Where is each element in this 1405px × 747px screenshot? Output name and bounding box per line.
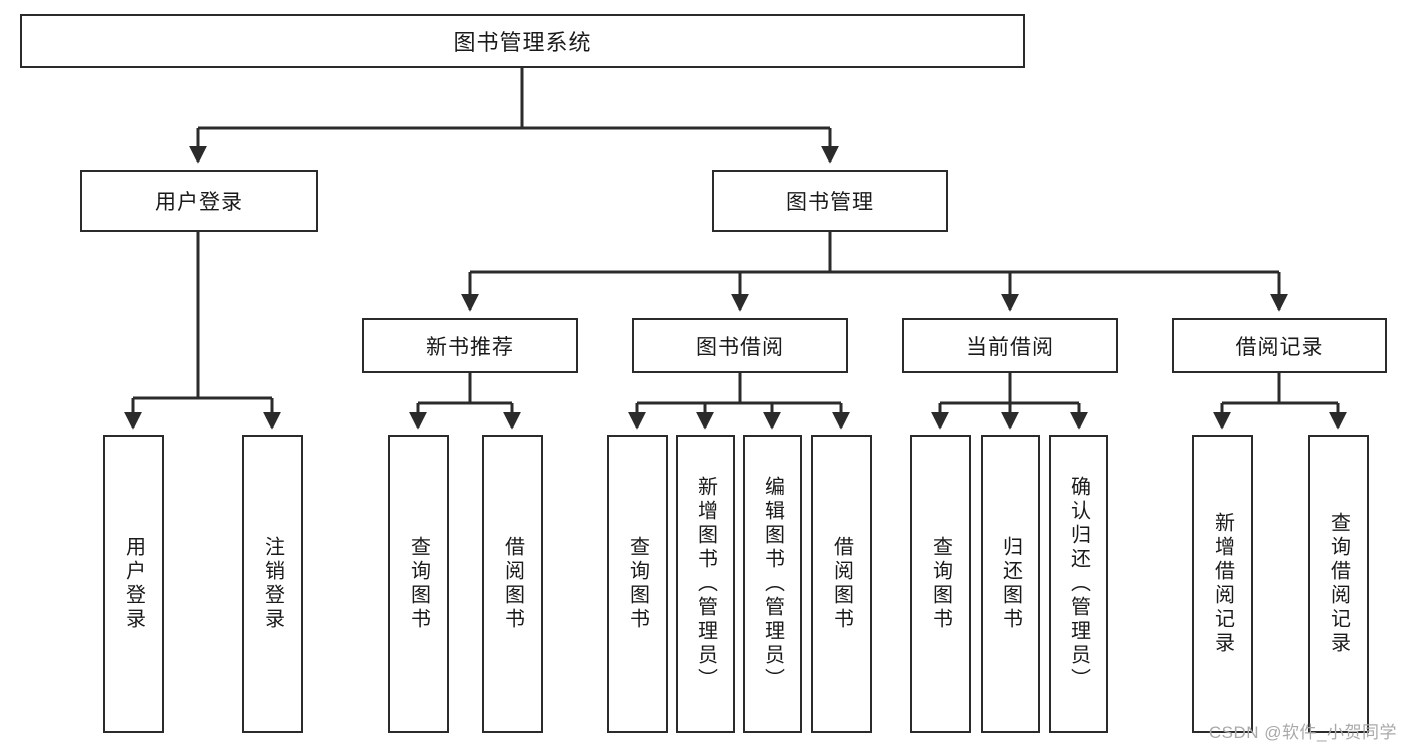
leaf-borrow-edit-book-admin[interactable]: 编辑图书（管理员）	[743, 435, 802, 733]
leaf-borrow-add-book-admin[interactable]: 新增图书（管理员）	[676, 435, 735, 733]
leaf-record-add-borrow-record[interactable]: 新增借阅记录	[1192, 435, 1253, 733]
node-label: 新增借阅记录	[1211, 512, 1234, 656]
leaf-record-query-borrow-record[interactable]: 查询借阅记录	[1308, 435, 1369, 733]
node-label: 借阅图书	[501, 536, 524, 632]
node-label: 查询图书	[626, 536, 649, 632]
node-label: 新增图书（管理员）	[694, 476, 717, 692]
watermark: CSDN @软件_小贺同学	[1208, 723, 1397, 742]
leaf-user-logout[interactable]: 注销登录	[242, 435, 303, 733]
node-current-borrow[interactable]: 当前借阅	[902, 318, 1118, 373]
node-label: 用户登录	[155, 191, 243, 214]
leaf-borrow-query-book[interactable]: 查询图书	[607, 435, 668, 733]
leaf-current-confirm-return-admin[interactable]: 确认归还（管理员）	[1049, 435, 1108, 733]
node-label: 图书管理系统	[453, 30, 592, 55]
node-borrow-record[interactable]: 借阅记录	[1172, 318, 1387, 373]
node-label: 查询图书	[929, 536, 952, 632]
node-new-book-recommend[interactable]: 新书推荐	[362, 318, 578, 373]
leaf-user-login[interactable]: 用户登录	[103, 435, 164, 733]
node-root-system[interactable]: 图书管理系统	[20, 14, 1025, 68]
node-label: 借阅图书	[830, 536, 853, 632]
node-label: 借阅记录	[1235, 335, 1324, 359]
leaf-current-query-book[interactable]: 查询图书	[910, 435, 971, 733]
node-label: 图书管理	[786, 191, 874, 214]
leaf-recommend-query-book[interactable]: 查询图书	[388, 435, 449, 733]
node-label: 用户登录	[122, 536, 145, 632]
node-book-borrow[interactable]: 图书借阅	[632, 318, 848, 373]
node-label: 新书推荐	[426, 335, 514, 359]
node-label: 注销登录	[261, 536, 284, 632]
node-label: 图书借阅	[696, 335, 784, 359]
leaf-borrow-borrow-book[interactable]: 借阅图书	[811, 435, 872, 733]
leaf-recommend-borrow-book[interactable]: 借阅图书	[482, 435, 543, 733]
leaf-current-return-book[interactable]: 归还图书	[981, 435, 1040, 733]
node-label: 归还图书	[999, 536, 1022, 632]
node-label: 确认归还（管理员）	[1067, 476, 1090, 692]
node-label: 查询图书	[407, 536, 430, 632]
node-book-management[interactable]: 图书管理	[712, 170, 948, 232]
node-user-login[interactable]: 用户登录	[80, 170, 318, 232]
node-label: 编辑图书（管理员）	[761, 476, 784, 692]
node-label: 查询借阅记录	[1327, 512, 1350, 656]
node-label: 当前借阅	[966, 335, 1054, 359]
